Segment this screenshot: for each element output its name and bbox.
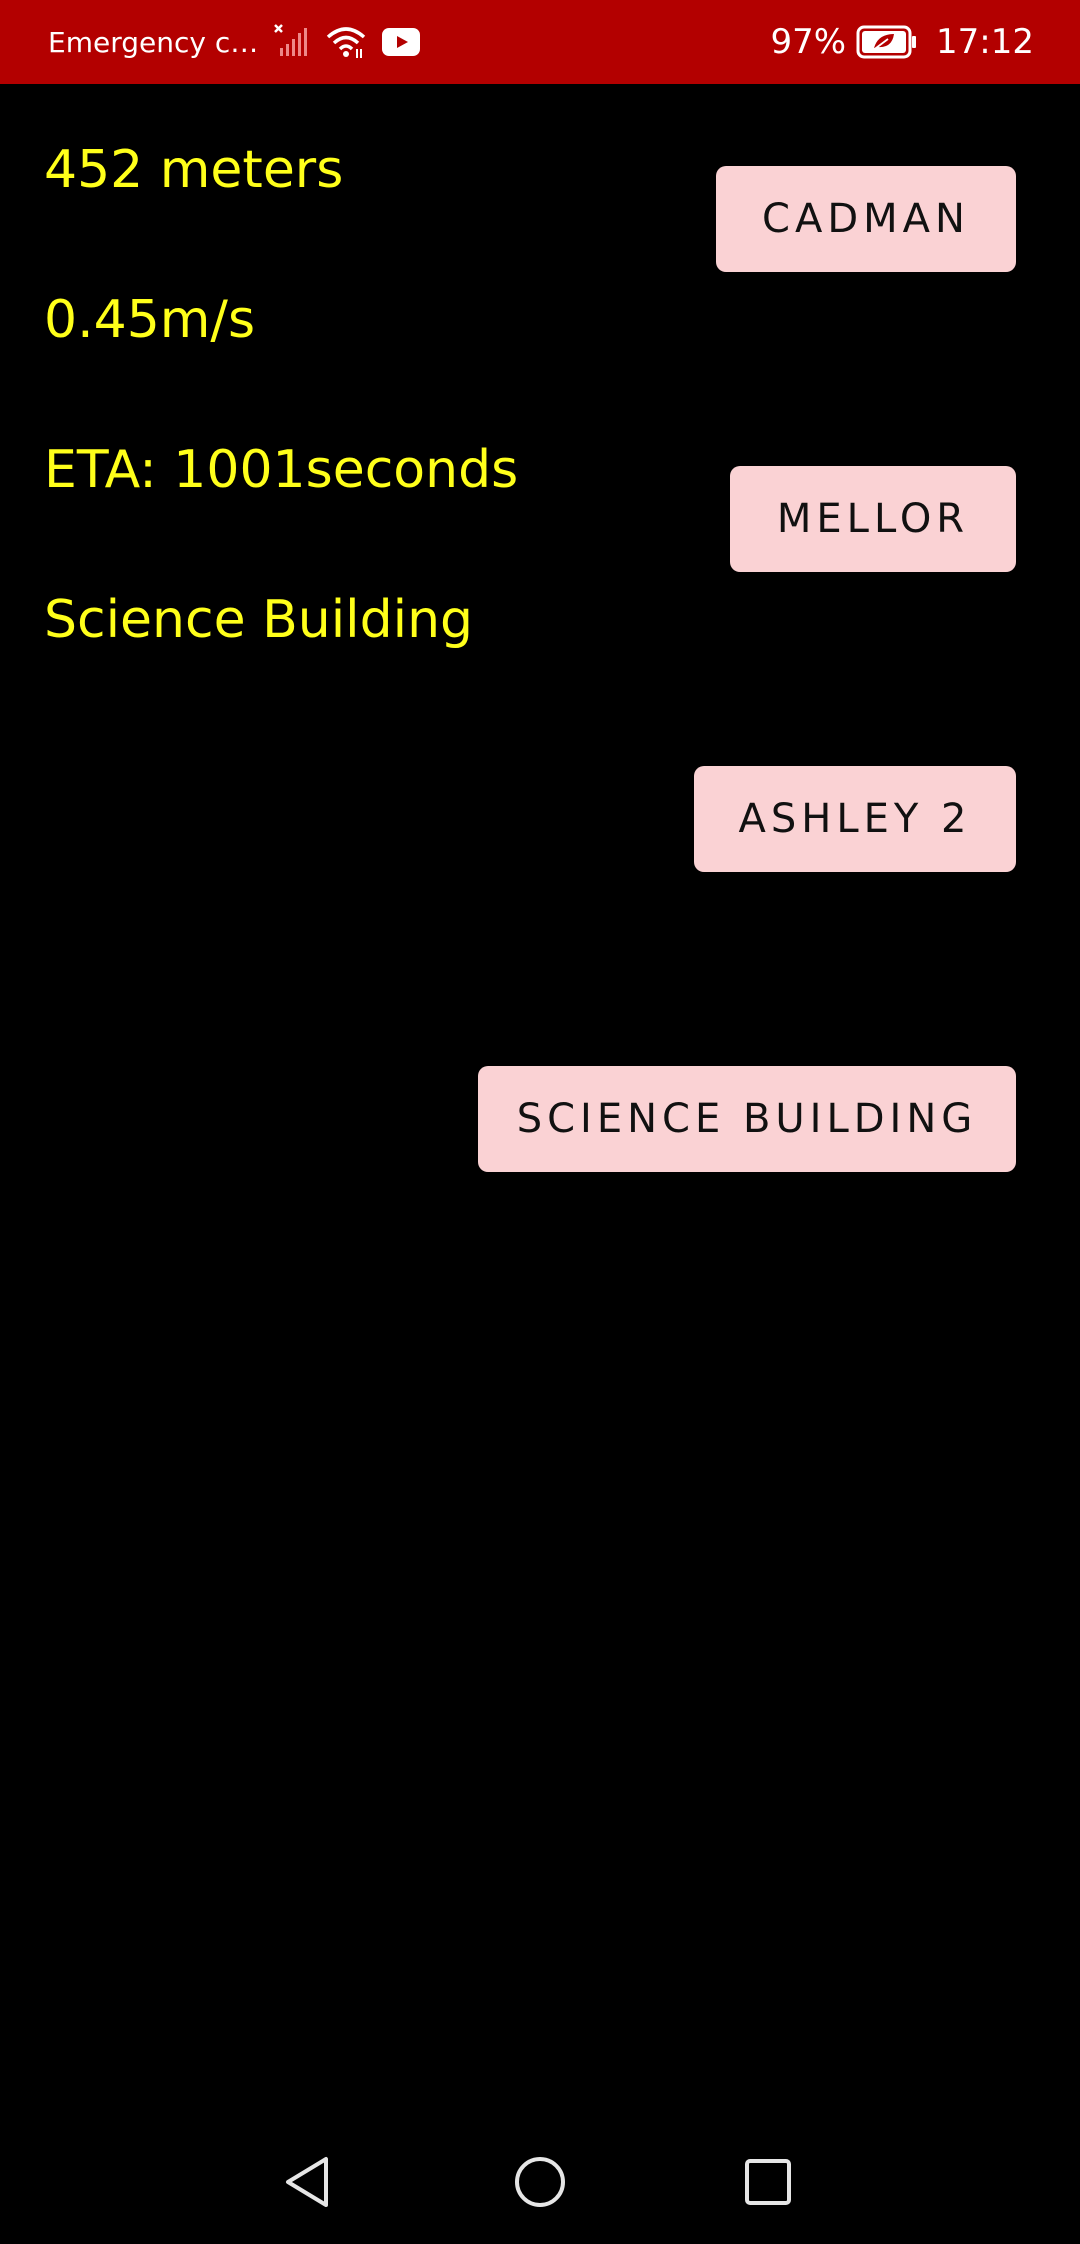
battery-saver-icon [856, 25, 918, 59]
clock: 17:12 [936, 22, 1034, 62]
ashley-2-button[interactable]: ASHLEY 2 [694, 766, 1016, 872]
status-bar-right: 97% 17:12 [770, 0, 1034, 84]
carrier-label: Emergency c… [48, 25, 259, 59]
system-navigation-bar [0, 2120, 1080, 2244]
mellor-button[interactable]: MELLOR [730, 466, 1016, 572]
home-icon[interactable] [490, 2120, 590, 2244]
cadman-button[interactable]: CADMAN [716, 166, 1016, 272]
distance-label: 452 meters [44, 140, 344, 200]
no-signal-icon [274, 24, 310, 60]
status-bar-left: Emergency c… [48, 0, 421, 84]
back-icon[interactable] [258, 2120, 358, 2244]
science-building-button[interactable]: SCIENCE BUILDING [478, 1066, 1016, 1172]
destination-label: Science Building [44, 590, 474, 650]
recents-icon[interactable] [718, 2120, 818, 2244]
eta-label: ETA: 1001seconds [44, 440, 519, 500]
wifi-icon [326, 25, 366, 59]
status-bar: Emergency c… [0, 0, 1080, 84]
speed-label: 0.45m/s [44, 290, 256, 350]
battery-percent: 97% [770, 22, 847, 62]
youtube-icon [382, 28, 421, 56]
